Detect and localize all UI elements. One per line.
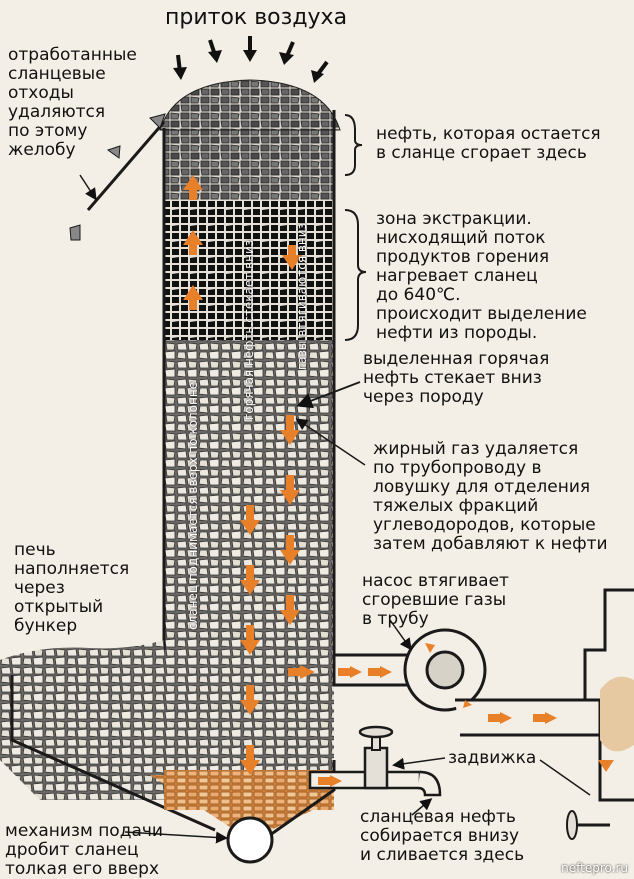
label-fat-gas: жирный газ удаляется по трубопроводу в л…	[373, 439, 608, 554]
label-burn-zone: нефть, которая остается в сланце сгорает…	[376, 124, 601, 163]
vlabel-gases-down: газы втягиваются вниз	[295, 223, 309, 370]
watermark: neftepro.ru	[561, 861, 628, 875]
label-waste-chute: отработанные сланцевые отходы удаляются …	[8, 45, 137, 160]
label-furnace: печь наполняется через открытый бункер	[14, 540, 130, 636]
label-hot-oil: выделенная горячая нефть стекает вниз че…	[363, 349, 550, 407]
air-intake-arrows	[173, 36, 329, 83]
waste-chute	[69, 113, 166, 241]
column	[159, 79, 341, 770]
label-oil-collect: сланцевая нефть собирается внизу и слива…	[360, 807, 525, 865]
hopper	[0, 640, 336, 840]
gas-pipe	[332, 588, 634, 802]
feed-wheel	[124, 816, 274, 864]
vlabel-shale-rises: сланец поднимается вверх по колонне	[186, 381, 200, 630]
label-valve: задвижка	[448, 748, 537, 768]
label-extraction-zone: зона экстракции. нисходящий поток продук…	[376, 209, 587, 343]
vlabel-hot-oil-down: горячая нефть стекает вниз	[242, 239, 256, 420]
orange-flow-arrows	[183, 175, 614, 787]
zone-brackets	[295, 114, 367, 466]
label-feed-mechanism: механизм подачи дробит сланец толкая его…	[5, 821, 163, 879]
drain-valve	[308, 725, 610, 840]
label-pump: насос втягивает сгоревшие газы в трубу	[362, 571, 509, 629]
title-air-intake: приток воздуха	[165, 5, 348, 30]
